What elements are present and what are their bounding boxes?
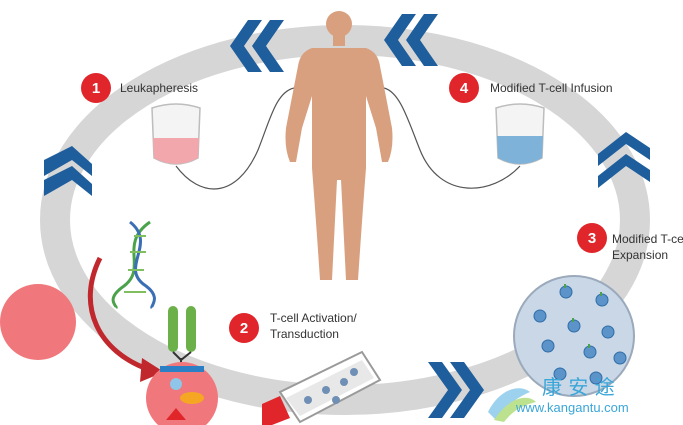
step-4-label: Modified T-cell Infusion: [490, 81, 613, 95]
culture-flask-icon: [262, 350, 382, 425]
car-receptor-icon: [168, 306, 196, 370]
step-1-number: 1: [92, 80, 100, 97]
large-cell-icon: [0, 284, 76, 360]
step-4-badge: [449, 73, 479, 103]
chevron-right-icon: [598, 132, 650, 188]
step-3-label-line2: Expansion: [612, 248, 668, 262]
dna-helix-icon: [111, 220, 156, 310]
step-2-label-line2: Transduction: [270, 327, 339, 341]
watermark-chinese: 康 安 途: [542, 375, 615, 399]
step-3-label-line1: Modified T-ce: [612, 232, 683, 246]
step-1-badge: [81, 73, 111, 103]
petri-dish-icon: [513, 275, 635, 397]
chevron-left-icon: [44, 146, 92, 196]
infusion-tube: [383, 87, 521, 189]
step-2-badge: [229, 313, 259, 343]
human-body-figure: [285, 11, 393, 280]
step-1-label: Leukapheresis: [120, 81, 198, 95]
step-3-number: 3: [588, 230, 596, 247]
chevron-top-right-icon: [384, 14, 438, 66]
transduction-arrow: [87, 256, 151, 373]
leukapheresis-tube: [175, 87, 295, 190]
watermark-logo-icon: [488, 388, 536, 422]
step-2-label-line1: T-cell Activation/: [270, 311, 357, 325]
chevron-top-left-icon: [230, 20, 284, 72]
step-2-number: 2: [240, 320, 248, 337]
transduction-arrow-head: [140, 358, 164, 382]
blood-bag-icon: [151, 103, 201, 165]
watermark-url: www.kangantu.com: [515, 400, 629, 415]
infusion-bag-icon: [495, 103, 545, 165]
step-4-number: 4: [460, 80, 469, 97]
t-cell-icon: [146, 362, 218, 425]
step-3-badge: [577, 223, 607, 253]
chevron-bottom-icon: [428, 362, 484, 418]
